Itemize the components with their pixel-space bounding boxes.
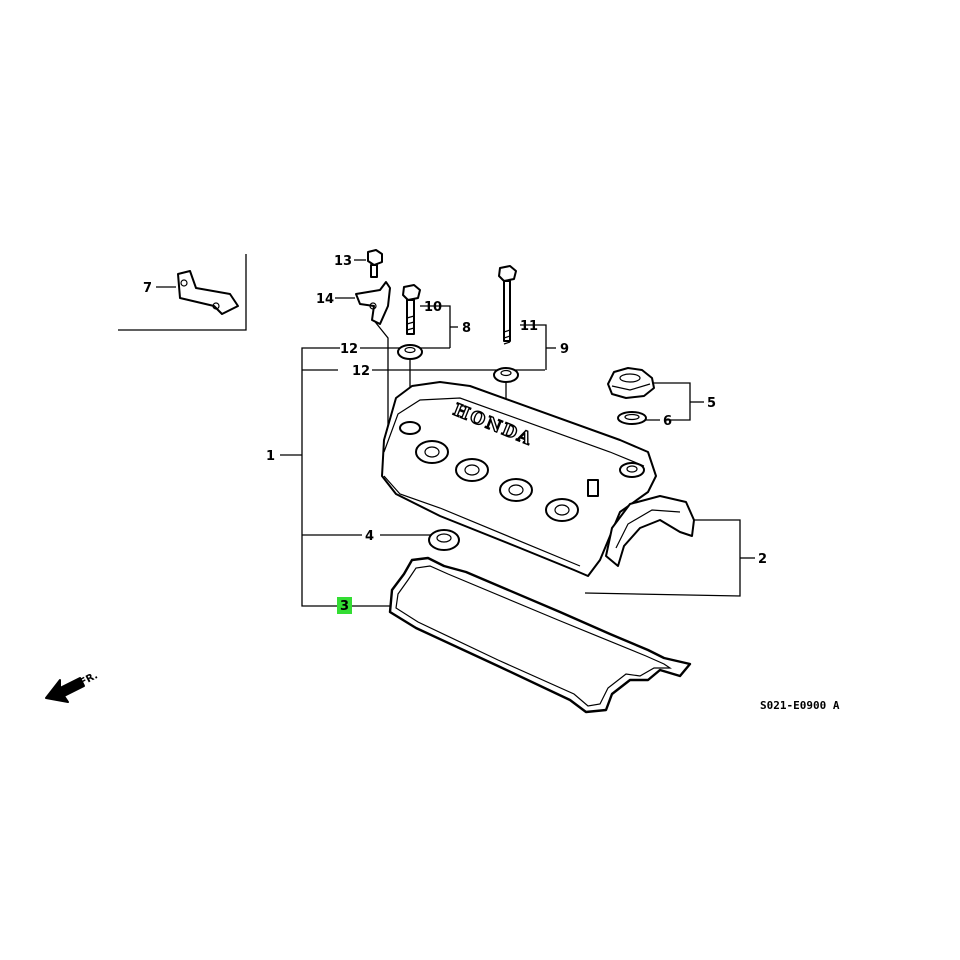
bolt-part-13 [367,249,383,278]
callout-7[interactable]: 7 [143,281,152,296]
bolt-part-11 [498,265,517,345]
callout-9[interactable]: 9 [560,342,569,357]
callout-labels: 1 2 3 4 5 6 7 8 9 10 11 12 12 13 14 [143,254,767,614]
callout-14[interactable]: 14 [316,292,334,307]
callout-1[interactable]: 1 [266,449,275,464]
diagram-reference-code: S021-E0900 A [760,699,840,712]
baffle-part-2 [605,495,695,567]
callout-12-lower[interactable]: 12 [352,364,370,379]
spark-plug-wells [415,440,579,522]
callout-8[interactable]: 8 [462,321,471,336]
callout-2[interactable]: 2 [758,552,767,567]
bracket-part-14 [355,281,391,325]
callout-10[interactable]: 10 [424,300,442,315]
oil-filler-cap-part-5 [607,367,655,399]
front-direction-label: FR. [78,670,100,688]
callout-5[interactable]: 5 [707,396,716,411]
leader-lines [118,254,755,607]
head-cover-gasket-part-3 [388,556,692,714]
callout-6[interactable]: 6 [663,414,672,429]
seal-part-4 [428,529,460,551]
callout-3-highlight [337,597,352,614]
grommet-part-12-front [397,344,423,360]
callout-12-upper[interactable]: 12 [340,342,358,357]
grommet-part-12-rear [493,367,519,383]
cap-gasket-part-6 [617,411,647,425]
callout-4[interactable]: 4 [365,529,374,544]
callout-3[interactable]: 3 [340,599,349,614]
callout-13[interactable]: 13 [334,254,352,269]
bracket-part-7 [177,270,239,315]
callout-11[interactable]: 11 [520,319,538,334]
cylinder-head-cover: HONDA [381,381,657,577]
front-direction-arrow: FR. [45,670,100,703]
bolt-part-10 [402,284,421,335]
